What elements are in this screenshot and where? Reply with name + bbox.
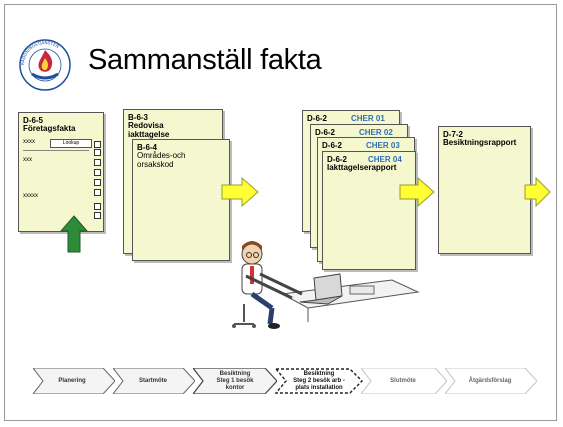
chevron-shape [33,368,115,394]
doc-besiktningsrapport: D-7-2 Besiktningsrapport [438,126,531,254]
process-step-startmote: Startmöte [113,368,195,394]
doc-code: B-6-3 [128,113,149,122]
process-step-besiktning-2: Besiktning Steg 2 besök arb - plats inst… [275,368,363,394]
chevron-shape [445,368,537,394]
lookup-field: Lookup [50,139,92,148]
right-arrow-icon [399,176,435,208]
doc-code: D-6-2 [315,128,336,137]
process-step-besiktning-1: Besiktning Steg 1 besök kontor [193,368,277,394]
doc-cher-04: D-6-2 CHER 04 Iakttagelserapport [322,151,416,270]
process-step-planering: Planering [33,368,115,394]
checkbox [94,212,101,219]
process-step-label: Besiktning Steg 2 besök arb - plats inst… [293,370,345,391]
chevron-shape [113,368,195,394]
chevron-shape [361,368,447,394]
chevron-shape [193,368,277,394]
checkbox [94,169,101,176]
cher-label: CHER 01 [351,114,385,123]
checkbox [94,189,101,196]
cher-label: CHER 04 [368,155,402,164]
process-step-label: Startmöte [138,377,167,384]
doc-title: Områdes-och orsakskod [137,151,186,169]
doc-omrades: B-6-4 Områdes-och orsakskod [132,139,230,261]
cher-label: CHER 03 [366,141,400,150]
checkbox [94,149,101,156]
doc-title: Redovisa iakttagelse [128,121,170,139]
doc-foretagsfakta: D-6-5 Företagsfakta xxxx Lookup xxx xxxx… [18,112,104,232]
page-title: Sammanställ fakta [88,44,322,76]
process-step-atgardsforslag: Åtgärdsförslag [445,368,537,394]
doc-code: D-6-2 [322,141,343,150]
doc-code: D-7-2 [443,130,464,139]
chevron-shape [275,368,363,394]
doc-title: Besiktningsrapport [443,138,517,147]
doc-code: D-6-2 [327,155,348,164]
doc-code: B-6-4 [137,143,158,152]
checkbox [94,203,101,210]
cher-label: CHER 02 [359,128,393,137]
process-step-slutmote: Slutmöte [361,368,447,394]
field-row-2: xxx [23,157,32,163]
checkbox [94,141,101,148]
doc-title: Iakttagelserapport [327,163,397,172]
doc-code: D-6-2 [307,114,328,123]
process-step-label: Slutmöte [390,377,416,384]
field-row-1: xxxx [23,139,35,145]
process-step-label: Planering [58,377,86,384]
process-step-label: Åtgärdsförslag [468,377,512,384]
divider [23,150,89,151]
right-arrow-icon [524,176,551,208]
slide-frame [4,4,557,421]
checkbox [94,179,101,186]
process-step-label: Besiktning Steg 1 besök kontor [216,370,254,391]
field-row-3: xxxxx [23,193,38,199]
person-at-computer-illustration [232,241,420,329]
checkbox [94,159,101,166]
doc-title: Företagsfakta [23,124,76,133]
fire-rescue-emblem-icon: RÄDDNINGSTJÄNSTEN [19,39,71,91]
doc-code: D-6-5 [23,116,44,125]
up-arrow-icon [59,215,89,253]
right-arrow-icon [221,176,259,208]
